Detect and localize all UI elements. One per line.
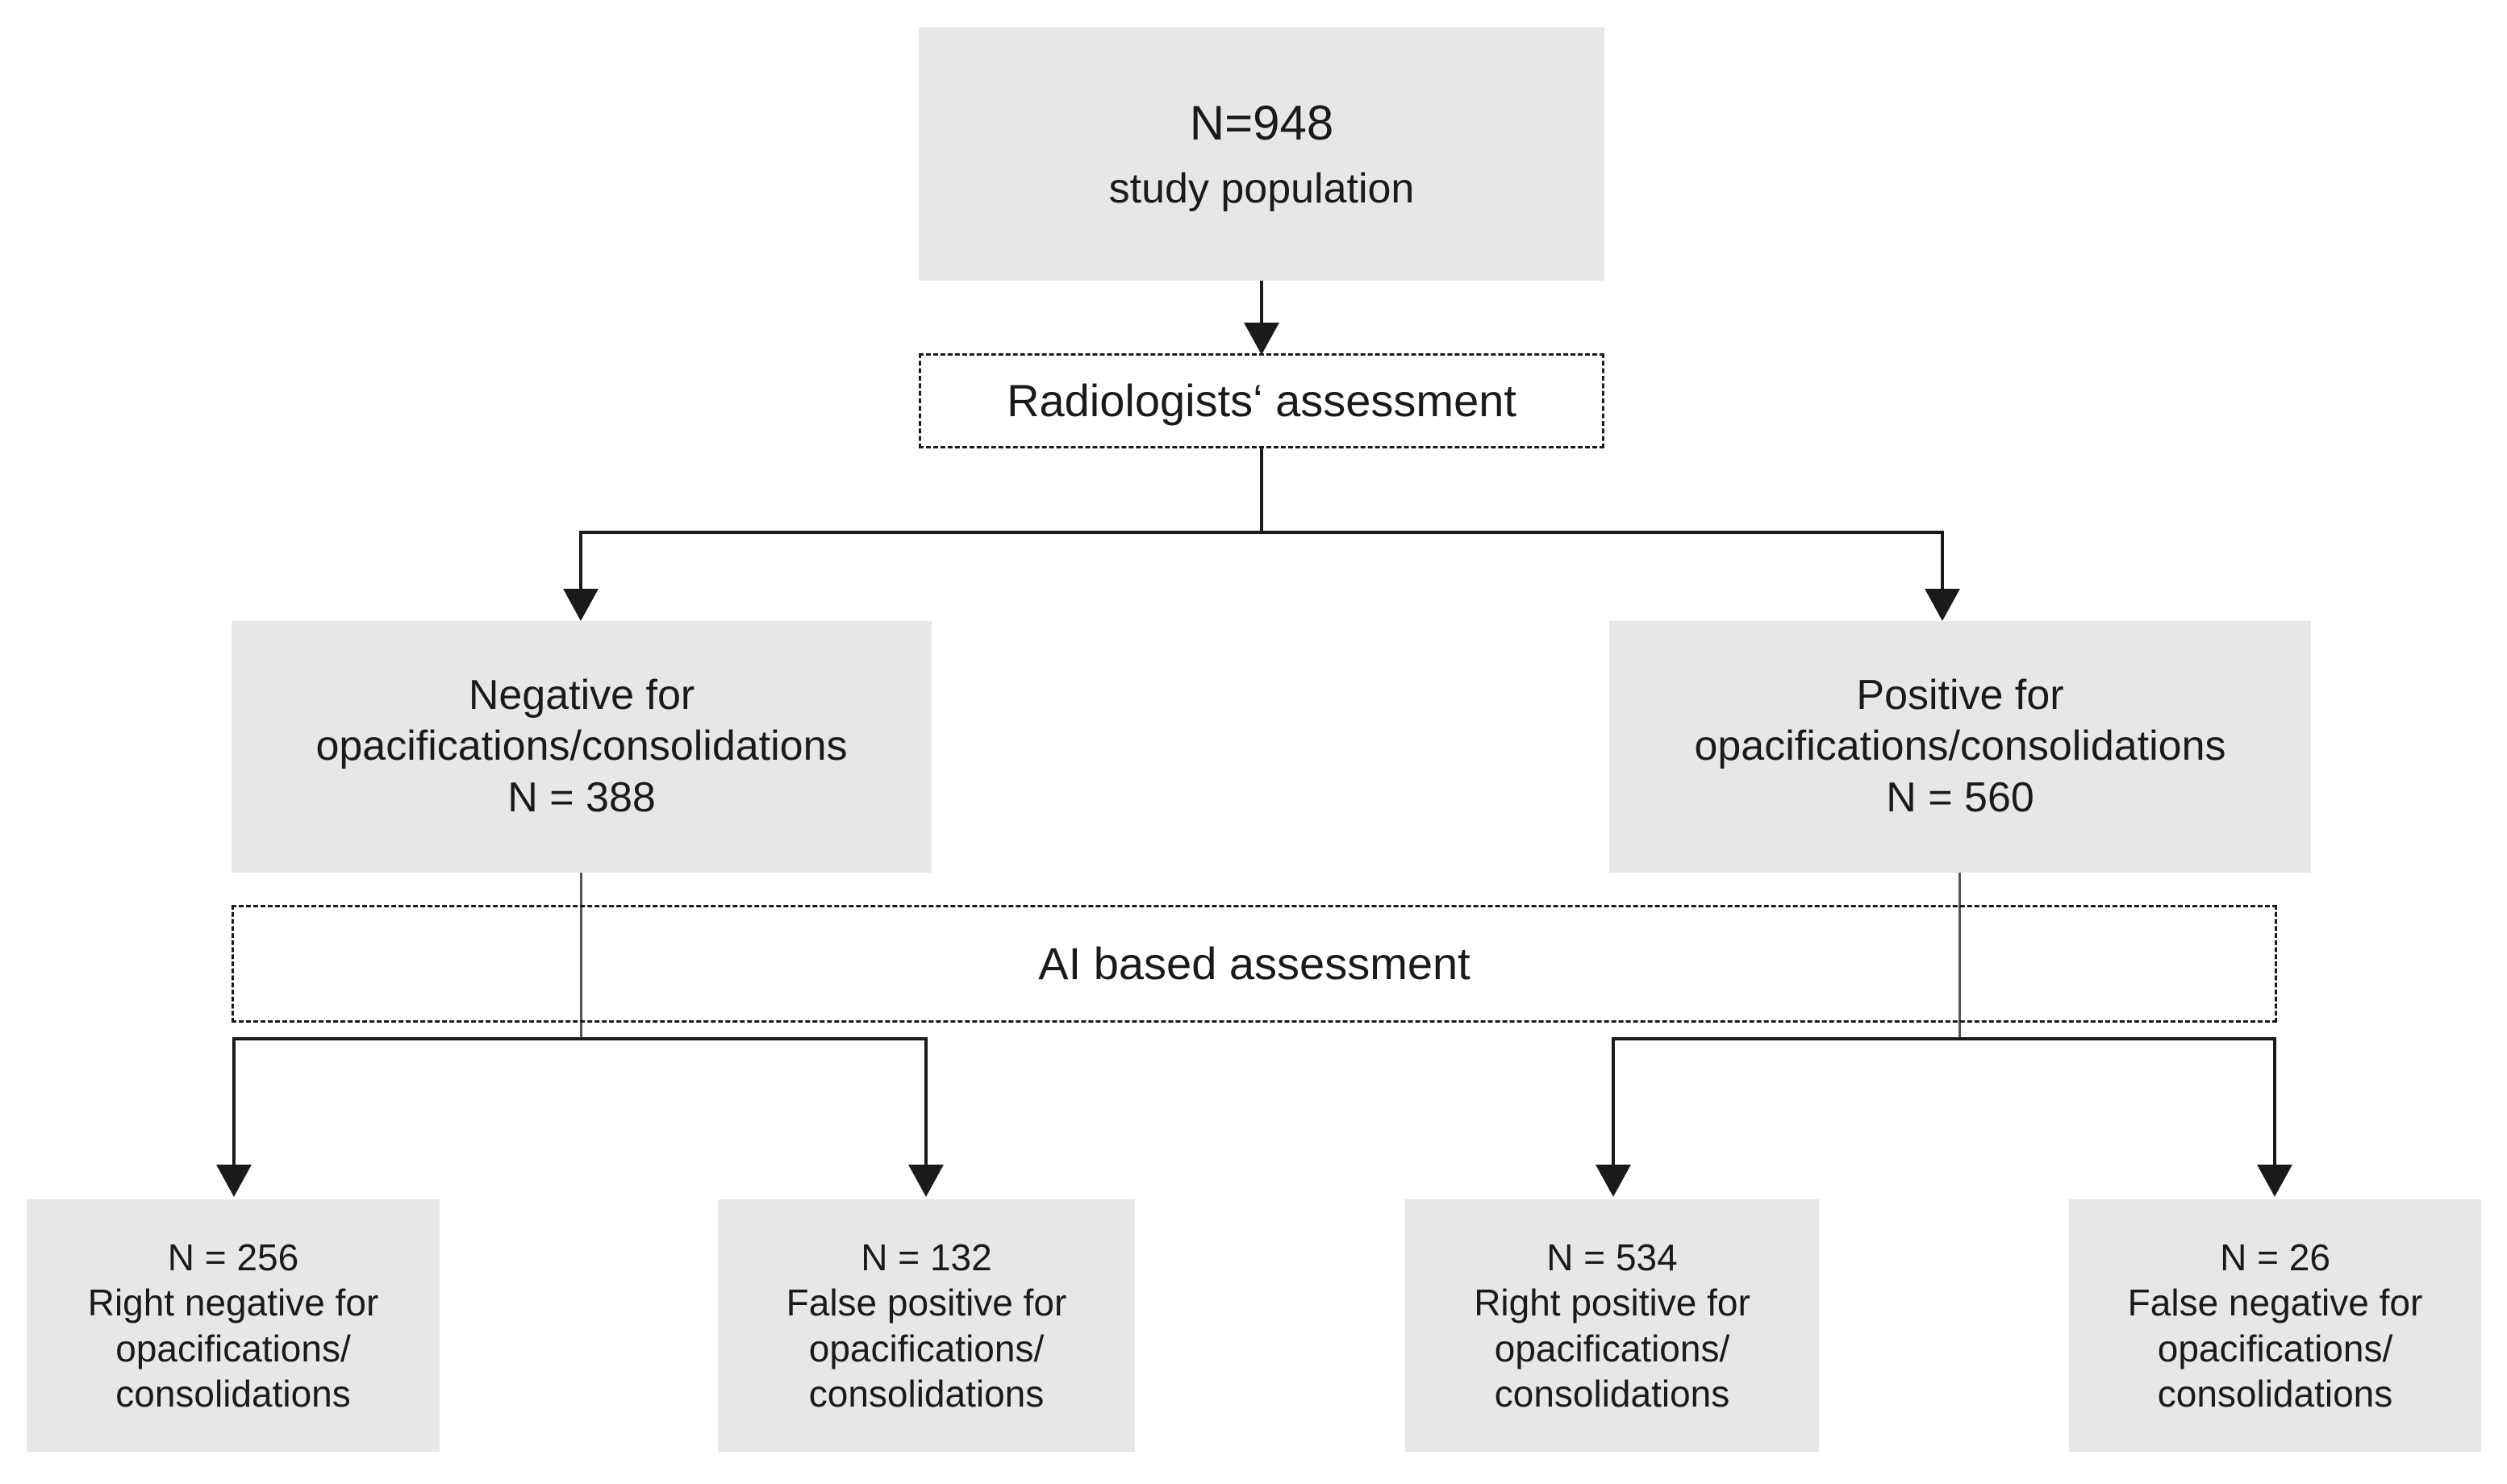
outcome-box-false-negative: N = 26 False negative for opacifications… bbox=[2069, 1199, 2481, 1452]
study-population-count: N=948 bbox=[1189, 95, 1334, 150]
connector-to-outcome-1 bbox=[232, 1037, 236, 1166]
connector-to-positive-box bbox=[1941, 531, 1944, 592]
connector-positive-through-ai bbox=[1958, 873, 1961, 1037]
connector-right-branch-bus bbox=[1612, 1037, 2276, 1040]
outcome-2-line2: opacifications/ bbox=[808, 1327, 1045, 1369]
radiologists-assessment-label: Radiologists‘ assessment bbox=[1007, 374, 1516, 426]
connector-radiologists-stem bbox=[1260, 448, 1263, 534]
outcome-1-line1: Right negative for bbox=[87, 1282, 379, 1324]
outcome-4-count: N = 26 bbox=[2220, 1236, 2330, 1279]
arrowhead-positive-box bbox=[1925, 589, 1960, 621]
connector-to-outcome-2 bbox=[924, 1037, 928, 1166]
outcome-box-false-positive: N = 132 False positive for opacification… bbox=[718, 1199, 1135, 1452]
outcome-4-line2: opacifications/ bbox=[2157, 1327, 2393, 1369]
outcome-2-count: N = 132 bbox=[861, 1236, 992, 1279]
outcome-3-line2: opacifications/ bbox=[1494, 1327, 1730, 1369]
outcome-box-right-positive: N = 534 Right positive for opacification… bbox=[1405, 1199, 1819, 1452]
arrowhead-outcome-3 bbox=[1596, 1165, 1631, 1197]
connector-to-negative-box bbox=[579, 531, 582, 592]
study-population-box: N=948 study population bbox=[919, 27, 1604, 281]
negative-box-count: N = 388 bbox=[507, 773, 656, 821]
outcome-4-line3: consolidations bbox=[2157, 1372, 2393, 1415]
outcome-3-line1: Right positive for bbox=[1474, 1282, 1750, 1324]
study-population-description: study population bbox=[1108, 165, 1415, 212]
arrowhead-outcome-1 bbox=[216, 1165, 252, 1197]
outcome-box-right-negative: N = 256 Right negative for opacification… bbox=[27, 1199, 440, 1452]
connector-radiologists-bus bbox=[579, 531, 1944, 534]
positive-box-line1: Positive for bbox=[1856, 671, 2064, 719]
outcome-3-count: N = 534 bbox=[1546, 1236, 1678, 1279]
arrowhead-outcome-4 bbox=[2257, 1165, 2292, 1197]
outcome-2-line3: consolidations bbox=[808, 1372, 1045, 1415]
outcome-1-count: N = 256 bbox=[167, 1236, 299, 1279]
arrowhead-root-to-radiologists bbox=[1244, 323, 1279, 355]
radiologists-assessment-box: Radiologists‘ assessment bbox=[919, 353, 1604, 448]
negative-box-line1: Negative for bbox=[468, 671, 695, 719]
connector-left-branch-bus bbox=[232, 1037, 928, 1040]
connector-negative-through-ai bbox=[580, 873, 582, 1037]
negative-box-line2: opacifications/consolidations bbox=[315, 723, 848, 770]
positive-box-count: N = 560 bbox=[1886, 773, 2034, 821]
arrowhead-outcome-2 bbox=[908, 1165, 944, 1197]
connector-root-to-radiologists bbox=[1260, 281, 1263, 326]
outcome-2-line1: False positive for bbox=[786, 1282, 1067, 1324]
positive-box-line2: opacifications/consolidations bbox=[1694, 723, 2226, 770]
negative-radiologist-box: Negative for opacifications/consolidatio… bbox=[232, 621, 932, 873]
connector-to-outcome-3 bbox=[1612, 1037, 1615, 1166]
ai-assessment-label: AI based assessment bbox=[1038, 937, 1470, 989]
connector-to-outcome-4 bbox=[2273, 1037, 2276, 1166]
outcome-4-line1: False negative for bbox=[2127, 1282, 2423, 1324]
outcome-1-line3: consolidations bbox=[115, 1372, 351, 1415]
arrowhead-negative-box bbox=[563, 589, 599, 621]
outcome-3-line3: consolidations bbox=[1494, 1372, 1730, 1415]
ai-assessment-box: AI based assessment bbox=[232, 905, 2277, 1023]
positive-radiologist-box: Positive for opacifications/consolidatio… bbox=[1609, 621, 2311, 873]
outcome-1-line2: opacifications/ bbox=[115, 1327, 351, 1369]
